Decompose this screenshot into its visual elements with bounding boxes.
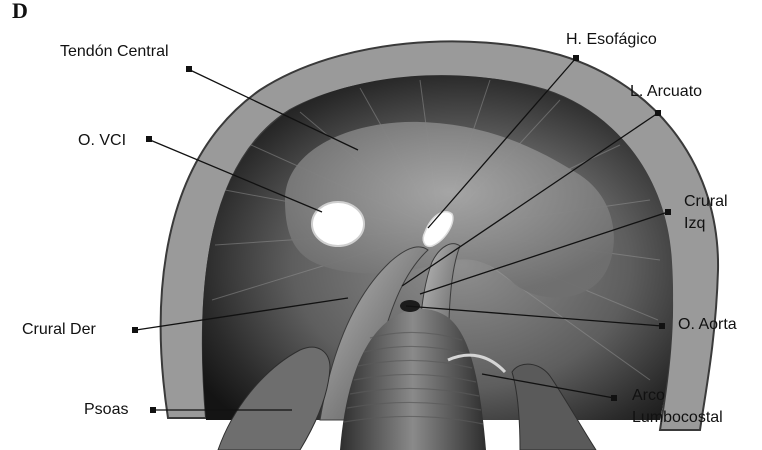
panel-letter: D	[12, 0, 28, 24]
label-o-vci: O. VCI	[78, 131, 126, 151]
ivc-opening	[312, 202, 364, 246]
label-tendon-central: Tendón Central	[60, 42, 169, 62]
label-psoas: Psoas	[84, 400, 128, 420]
label-crural-der: Crural Der	[22, 320, 96, 340]
label-arco-line1: Arco	[632, 386, 665, 406]
label-l-arcuato: L. Arcuato	[630, 82, 702, 102]
label-arco-line2: Lumbocostal	[632, 408, 723, 428]
label-o-aorta: O. Aorta	[678, 315, 737, 335]
label-crural-izq-line1: Crural	[684, 192, 728, 212]
label-h-esofagico: H. Esofágico	[566, 30, 657, 50]
label-crural-izq-line2: Izq	[684, 214, 705, 234]
